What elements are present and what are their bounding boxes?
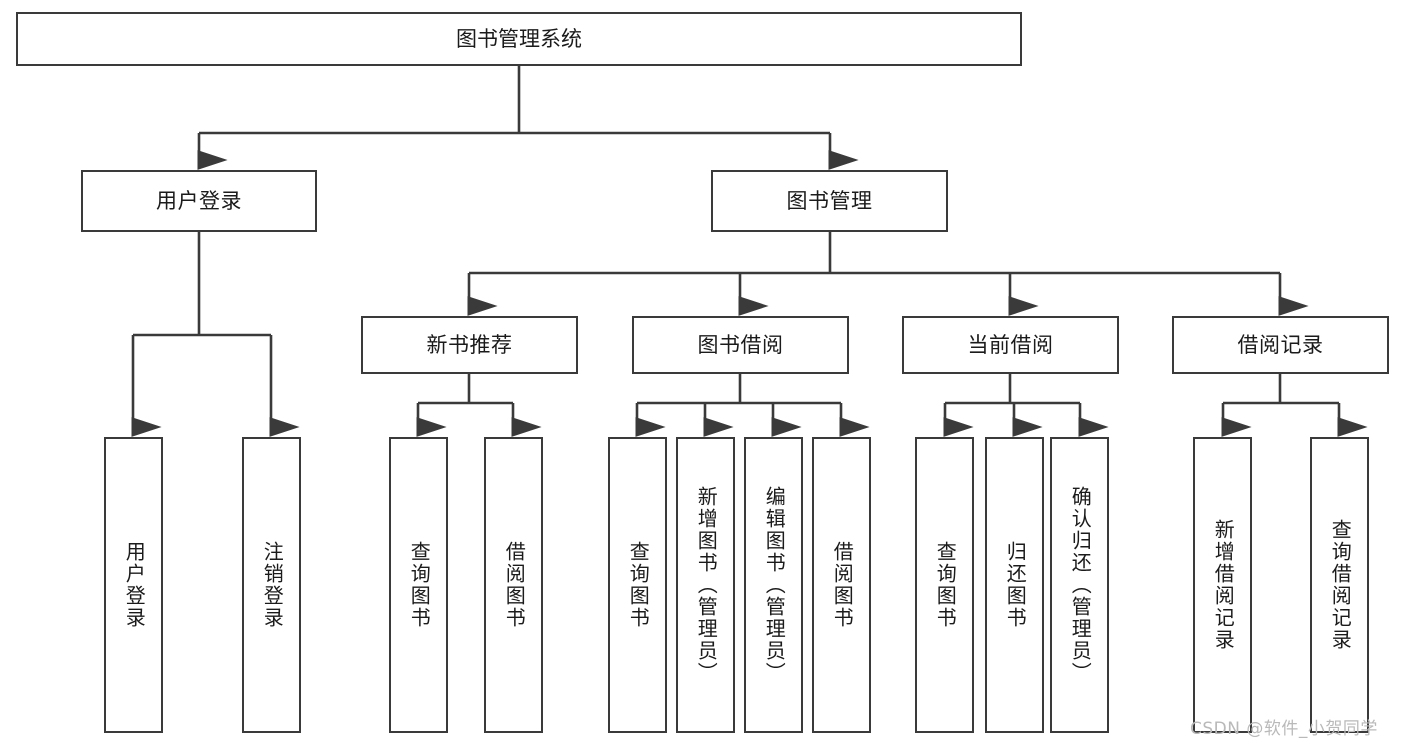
node-label: 查询借阅记录 [1328, 519, 1353, 651]
node-label: 编辑图书（管理员） [762, 486, 787, 684]
node-user-login[interactable]: 用户登录 [81, 170, 317, 232]
node-label: 查询图书 [933, 541, 958, 629]
leaf-borrow-borrow-book[interactable]: 借阅图书 [812, 437, 871, 733]
node-label: 借阅记录 [1237, 332, 1324, 357]
node-label: 查询图书 [626, 541, 651, 629]
leaf-borrow-edit-book-admin[interactable]: 编辑图书（管理员） [744, 437, 803, 733]
node-book-borrowing[interactable]: 图书借阅 [632, 316, 849, 374]
node-label: 查询图书 [407, 541, 432, 629]
leaf-record-query-record[interactable]: 查询借阅记录 [1310, 437, 1369, 733]
node-label: 用户登录 [156, 188, 242, 213]
csdn-watermark: CSDN @软件_小贺同学 [1190, 719, 1378, 739]
node-label: 图书管理 [786, 188, 873, 213]
node-label: 确认归还（管理员） [1068, 486, 1093, 684]
leaf-current-return-book[interactable]: 归还图书 [985, 437, 1044, 733]
node-label: 当前借阅 [967, 332, 1054, 357]
node-label: 新增借阅记录 [1211, 519, 1236, 651]
leaf-borrow-add-book-admin[interactable]: 新增图书（管理员） [676, 437, 735, 733]
leaf-recommend-query-book[interactable]: 查询图书 [389, 437, 448, 733]
node-root-book-management-system[interactable]: 图书管理系统 [16, 12, 1022, 66]
node-new-book-recommendation[interactable]: 新书推荐 [361, 316, 578, 374]
node-book-management[interactable]: 图书管理 [711, 170, 948, 232]
leaf-current-confirm-return-admin[interactable]: 确认归还（管理员） [1050, 437, 1109, 733]
node-label: 用户登录 [122, 541, 147, 629]
node-label: 图书管理系统 [456, 26, 582, 51]
node-label: 新增图书（管理员） [694, 486, 719, 684]
node-label: 归还图书 [1003, 541, 1028, 629]
leaf-user-login-login[interactable]: 用户登录 [104, 437, 163, 733]
node-label: 注销登录 [260, 541, 285, 629]
leaf-record-add-record[interactable]: 新增借阅记录 [1193, 437, 1252, 733]
leaf-borrow-query-book[interactable]: 查询图书 [608, 437, 667, 733]
node-label: 借阅图书 [502, 541, 527, 629]
node-label: 借阅图书 [830, 541, 855, 629]
leaf-recommend-borrow-book[interactable]: 借阅图书 [484, 437, 543, 733]
node-label: 新书推荐 [426, 332, 513, 357]
node-label: 图书借阅 [697, 332, 784, 357]
node-borrowing-record[interactable]: 借阅记录 [1172, 316, 1389, 374]
node-current-borrowing[interactable]: 当前借阅 [902, 316, 1119, 374]
leaf-user-login-logout[interactable]: 注销登录 [242, 437, 301, 733]
leaf-current-query-book[interactable]: 查询图书 [915, 437, 974, 733]
